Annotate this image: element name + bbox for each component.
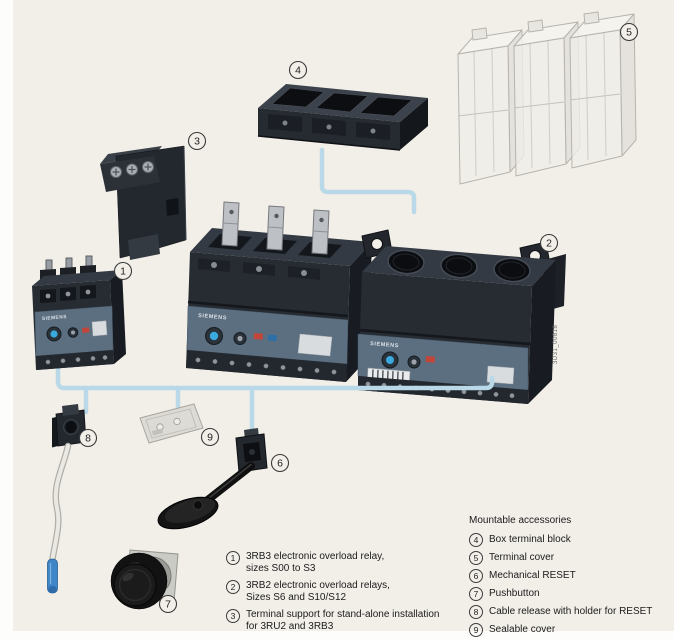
box-terminal-block <box>257 84 428 151</box>
legend-num-8: 8 <box>469 605 483 619</box>
busbar-terminals <box>221 201 330 255</box>
legend-label-5: Terminal cover <box>489 552 555 564</box>
legend-line: 3RB3 electronic overload relay, <box>246 551 385 562</box>
legend-label-4: Box terminal block <box>489 534 571 546</box>
legend-line: sizes S00 to S3 <box>246 562 316 574</box>
legend-item-6: 6 Mechanical RESET <box>469 569 671 583</box>
pushbutton <box>110 549 179 610</box>
callout-1: 1 <box>113 261 133 281</box>
terminal-support <box>100 145 187 260</box>
legend-line: for 3RU2 and 3RB3 <box>246 620 334 632</box>
callout-2: 2 <box>539 233 559 253</box>
legend-num-9: 9 <box>469 623 483 637</box>
callout-7: 7 <box>158 594 178 614</box>
legend-line: Sizes S6 and S10/S12 <box>246 591 347 603</box>
test-button <box>253 333 263 340</box>
legend-accessories-title: Mountable accessories <box>469 515 572 526</box>
adjustment-dial <box>50 330 58 338</box>
legend-num-1: 1 <box>226 551 240 565</box>
callout-6: 6 <box>270 453 290 473</box>
page-margin-bottom <box>0 631 674 640</box>
legend-item-7: 7 Pushbutton <box>469 587 671 601</box>
legend-item-8: 8 Cable release with holder for RESET <box>469 605 671 619</box>
test-button <box>425 356 435 363</box>
svg-text:5: 5 <box>626 27 632 39</box>
legend-item-5: 5 Terminal cover <box>469 551 671 565</box>
legend-num-7: 7 <box>469 587 483 601</box>
callout-markers: 1 2 3 4 5 6 7 8 <box>78 22 639 614</box>
callout-9: 9 <box>200 427 220 447</box>
legend-text-3: Terminal support for stand-alone install… <box>246 609 439 632</box>
legend-text-2: 3RB2 electronic overload relays,Sizes S6… <box>246 580 390 603</box>
svg-text:3: 3 <box>194 136 200 148</box>
callout-5: 5 <box>619 22 639 42</box>
legend-line: 3RB2 electronic overload relays, <box>246 580 390 591</box>
callout-4: 4 <box>288 60 308 80</box>
legend-num-4: 4 <box>469 533 483 547</box>
legend-label-7: Pushbutton <box>489 588 540 600</box>
terminal-screws <box>365 381 515 399</box>
legend-item-2: 2 3RB2 electronic overload relays,Sizes … <box>226 580 441 603</box>
test-button <box>82 327 90 333</box>
legend-line: Terminal support for stand-alone install… <box>246 609 440 620</box>
legend-label-8: Cable release with holder for RESET <box>489 606 653 618</box>
legend-num-5: 5 <box>469 551 483 565</box>
legend-text-1: 3RB3 electronic overload relay,sizes S00… <box>246 551 384 574</box>
relay-large-right: SIEMENS <box>357 229 566 404</box>
svg-text:7: 7 <box>165 599 171 611</box>
legend-item-3: 3 Terminal support for stand-alone insta… <box>226 609 441 632</box>
svg-text:2: 2 <box>546 238 552 250</box>
svg-text:6: 6 <box>277 458 283 470</box>
adjustment-dial <box>386 356 394 364</box>
callout-3: 3 <box>187 131 207 151</box>
page-margin-left <box>0 0 13 640</box>
terminal-covers <box>457 11 637 185</box>
legend-num-3: 3 <box>226 609 240 623</box>
relay-large-left: SIEMENS <box>186 201 372 382</box>
callout-8: 8 <box>78 428 98 448</box>
brand-label: SIEMENS <box>370 341 399 349</box>
svg-text:8: 8 <box>85 433 91 445</box>
reset-button <box>267 334 277 342</box>
legend-num-2: 2 <box>226 580 240 594</box>
legend-label-9: Sealable cover <box>489 624 556 636</box>
assembly-line-top <box>319 147 417 215</box>
brand-label: SIEMENS <box>198 313 227 322</box>
legend-label-6: Mechanical RESET <box>489 570 576 582</box>
legend-item-1: 1 3RB3 electronic overload relay,sizes S… <box>226 551 441 574</box>
cable-release <box>47 404 87 594</box>
legend-accessories: Mountable accessories 4 Box terminal blo… <box>469 515 671 641</box>
terminal-screws <box>45 355 108 365</box>
relay-small: SIEMENS <box>32 255 126 370</box>
svg-text:4: 4 <box>295 65 301 77</box>
adjustment-dial <box>209 331 219 341</box>
terminal-screws <box>195 357 337 375</box>
legend-item-9: 9 Sealable cover <box>469 623 671 637</box>
cable-entry-holes <box>387 249 531 283</box>
sealable-cover <box>139 403 204 444</box>
svg-text:9: 9 <box>207 432 213 444</box>
assembly-line-bottom <box>55 363 495 439</box>
legend-item-4: 4 Box terminal block <box>469 533 671 547</box>
figure-id-watermark: 3D31_00816 <box>553 324 559 364</box>
brand-label: SIEMENS <box>42 314 68 322</box>
mechanical-reset <box>157 428 268 530</box>
legend-num-6: 6 <box>469 569 483 583</box>
support-terminal-screws <box>110 161 154 178</box>
svg-text:1: 1 <box>120 266 126 278</box>
legend-main: 1 3RB3 electronic overload relay,sizes S… <box>226 551 441 638</box>
